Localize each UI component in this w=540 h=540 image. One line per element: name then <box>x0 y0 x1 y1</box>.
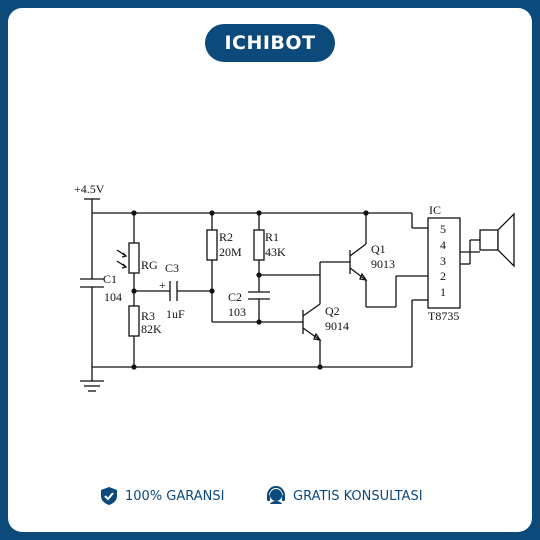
supply-label: +4.5V <box>74 182 105 196</box>
r3-name: R3 <box>141 309 155 323</box>
supply-terminal <box>84 198 100 213</box>
rg-name: RG <box>141 258 158 272</box>
r2-name: R2 <box>219 230 233 244</box>
headset-icon <box>265 485 287 507</box>
shield-icon <box>99 486 119 506</box>
c1-name: C1 <box>103 272 117 286</box>
c3-name: C3 <box>165 261 179 275</box>
ic-part-label: T8735 <box>428 309 459 323</box>
q1-name: Q1 <box>371 242 386 256</box>
c2-value: 103 <box>228 305 246 319</box>
brand-logo: ICHIBOT <box>205 24 335 62</box>
r1-name: R1 <box>265 230 279 244</box>
ic-pin-4: 4 <box>440 238 446 252</box>
ic-pin-1: 1 <box>440 285 446 299</box>
resistor-r3 <box>128 305 140 367</box>
consult-label: GRATIS KONSULTASI <box>293 488 423 504</box>
transistor-q2 <box>302 275 322 367</box>
ground-rail <box>92 299 428 368</box>
r1-value: 43K <box>265 245 286 259</box>
capacitor-c3 <box>134 281 212 301</box>
consult-badge: GRATIS KONSULTASI <box>265 484 423 508</box>
q1-value: 9013 <box>371 257 395 271</box>
q2-name: Q2 <box>325 304 340 318</box>
ic-pin-5: 5 <box>440 222 446 236</box>
r3-value: 82K <box>141 322 162 336</box>
capacitor-c2 <box>248 291 270 322</box>
q2-value: 9014 <box>325 319 349 333</box>
ic-pin-3: 3 <box>440 254 446 268</box>
c3-polarity: + <box>159 278 166 292</box>
speaker-icon <box>479 212 515 268</box>
guarantee-badge: 100% GARANSI <box>99 484 224 508</box>
ic-pin-2: 2 <box>440 269 446 283</box>
c2-name: C2 <box>228 290 242 304</box>
r2-value: 20M <box>219 245 242 259</box>
junction-dots <box>131 210 369 370</box>
guarantee-label: 100% GARANSI <box>125 488 225 504</box>
transistor-q1 <box>349 213 428 308</box>
c1-value: 104 <box>104 290 122 304</box>
top-rail <box>92 212 428 229</box>
c3-value: 1uF <box>166 307 185 321</box>
ic-t8735 <box>427 217 480 309</box>
resistor-r1 <box>253 213 350 292</box>
ic-label: IC <box>429 203 441 217</box>
capacitor-c1 <box>80 213 104 367</box>
ground-symbol <box>80 367 104 392</box>
